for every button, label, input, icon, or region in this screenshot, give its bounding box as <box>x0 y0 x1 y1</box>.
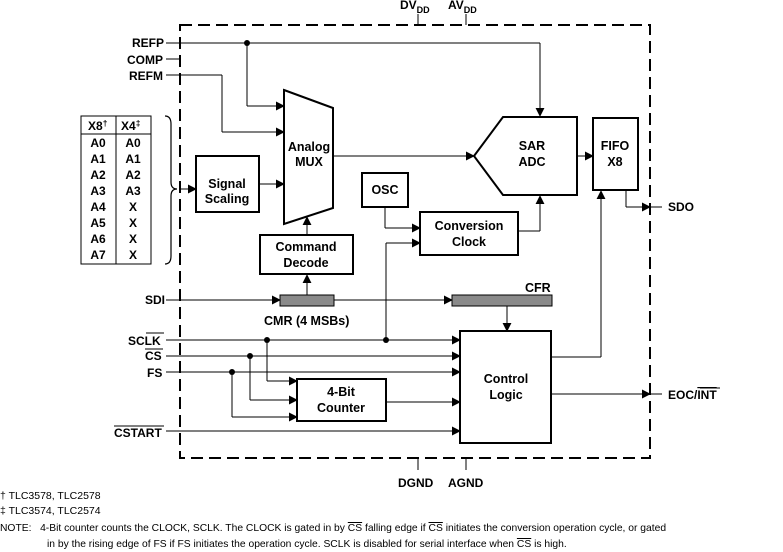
control-logic-block <box>459 330 552 444</box>
control-logic-line1: Control <box>484 372 528 386</box>
svg-text:AVDD: AVDD <box>448 0 477 15</box>
footnote-dagger: † TLC3578, TLC2578 <box>0 490 101 502</box>
svg-text:DVDD: DVDD <box>400 0 430 15</box>
cstart-label: CSTART <box>114 426 162 440</box>
table-cell-x4: A0 <box>125 136 141 150</box>
counter-block <box>296 378 387 422</box>
counter-line1: 4-Bit <box>327 385 356 399</box>
footnote-ddagger: ‡ TLC3574, TLC2574 <box>0 505 101 517</box>
dv-sub: DD <box>417 5 430 15</box>
signal-scaling-line1: Signal <box>208 177 246 191</box>
av-sub: DD <box>464 5 477 15</box>
signal-scaling-line2: Scaling <box>205 192 249 206</box>
device-boundary <box>179 24 651 459</box>
agnd-label: AGND <box>448 476 484 490</box>
refm-label: REFM <box>129 69 163 83</box>
fifo-block <box>592 117 639 191</box>
table-cell-x4: X <box>129 232 137 246</box>
command-decode-line1: Command <box>275 240 336 254</box>
sdi-label: SDI <box>145 293 165 307</box>
analog-mux-block <box>283 88 334 226</box>
command-decode-line2: Decode <box>283 256 328 270</box>
int-label: INT <box>697 388 717 402</box>
table-cell-x8: A0 <box>90 136 106 150</box>
footnote-note-line2: in by the rising edge of FS if FS initia… <box>47 539 567 550</box>
sclk-label: SCLK <box>128 334 161 348</box>
cmr-label: CMR (4 MSBs) <box>264 314 349 328</box>
serial-control-pins: SCLK CS FS CSTART <box>114 238 461 440</box>
conversion-clock-line2: Clock <box>452 235 486 249</box>
command-decode-block <box>259 234 354 275</box>
ddagger-mark: ‡ <box>136 118 141 128</box>
svg-text:X4‡: X4‡ <box>121 118 141 133</box>
dgnd-label: DGND <box>398 476 434 490</box>
fifo-line1: FIFO <box>601 139 630 153</box>
dv-label: DV <box>400 0 417 12</box>
cfr-register <box>451 294 553 307</box>
cfr-label: CFR <box>525 281 551 295</box>
table-cell-x8: A2 <box>90 168 106 182</box>
x8-header: X8 <box>88 119 103 133</box>
conversion-clock-line1: Conversion <box>435 219 504 233</box>
table-cell-x8: A1 <box>90 152 106 166</box>
table-cell-x8: A4 <box>90 200 106 214</box>
table-cell-x4: A1 <box>125 152 141 166</box>
fifo-line2: X8 <box>607 155 622 169</box>
table-cell-x4: A2 <box>125 168 141 182</box>
conversion-clock-block <box>419 211 519 256</box>
sar-adc-line1: SAR <box>519 139 545 153</box>
sar-adc-line2: ADC <box>518 155 545 169</box>
fs-label: FS <box>147 366 162 380</box>
dagger-mark: † <box>103 118 108 128</box>
table-cell-x4: A3 <box>125 184 141 198</box>
supply-pins: DVDD AVDD DGND AGND <box>398 0 484 490</box>
table-cell-x4: X <box>129 216 137 230</box>
svg-text:X8†: X8† <box>88 118 108 133</box>
analog-mux-line1: Analog <box>288 140 330 154</box>
osc-label: OSC <box>371 183 398 197</box>
table-cell-x8: A7 <box>90 248 106 262</box>
table-cell-x8: A5 <box>90 216 106 230</box>
table-cell-x8: A6 <box>90 232 106 246</box>
cs-label: CS <box>145 349 162 363</box>
table-cell-x4: X <box>129 200 137 214</box>
av-label: AV <box>448 0 464 12</box>
counter-line2: Counter <box>317 401 365 415</box>
reference-pins: REFP COMP REFM <box>127 36 545 137</box>
svg-text:EOC/INT: EOC/INT <box>668 388 717 402</box>
footnote-note-line1: NOTE: 4-Bit counter counts the CLOCK, SC… <box>0 523 667 534</box>
footnote-dagger-text: TLC3578, TLC2578 <box>8 490 101 502</box>
refp-label: REFP <box>132 36 164 50</box>
sdo-label: SDO <box>668 200 694 214</box>
footnote-ddagger-text: TLC3574, TLC2574 <box>8 505 101 517</box>
analog-mux-line2: MUX <box>295 155 323 169</box>
table-cell-x4: X <box>129 248 137 262</box>
input-brace <box>164 115 178 265</box>
note-label: NOTE: <box>0 523 32 534</box>
control-logic-line2: Logic <box>489 388 522 402</box>
cmr-register <box>279 294 335 307</box>
table-cell-x8: A3 <box>90 184 106 198</box>
x4-header: X4 <box>121 119 136 133</box>
comp-label: COMP <box>127 53 163 67</box>
eoc-label: EOC/ <box>668 388 698 402</box>
